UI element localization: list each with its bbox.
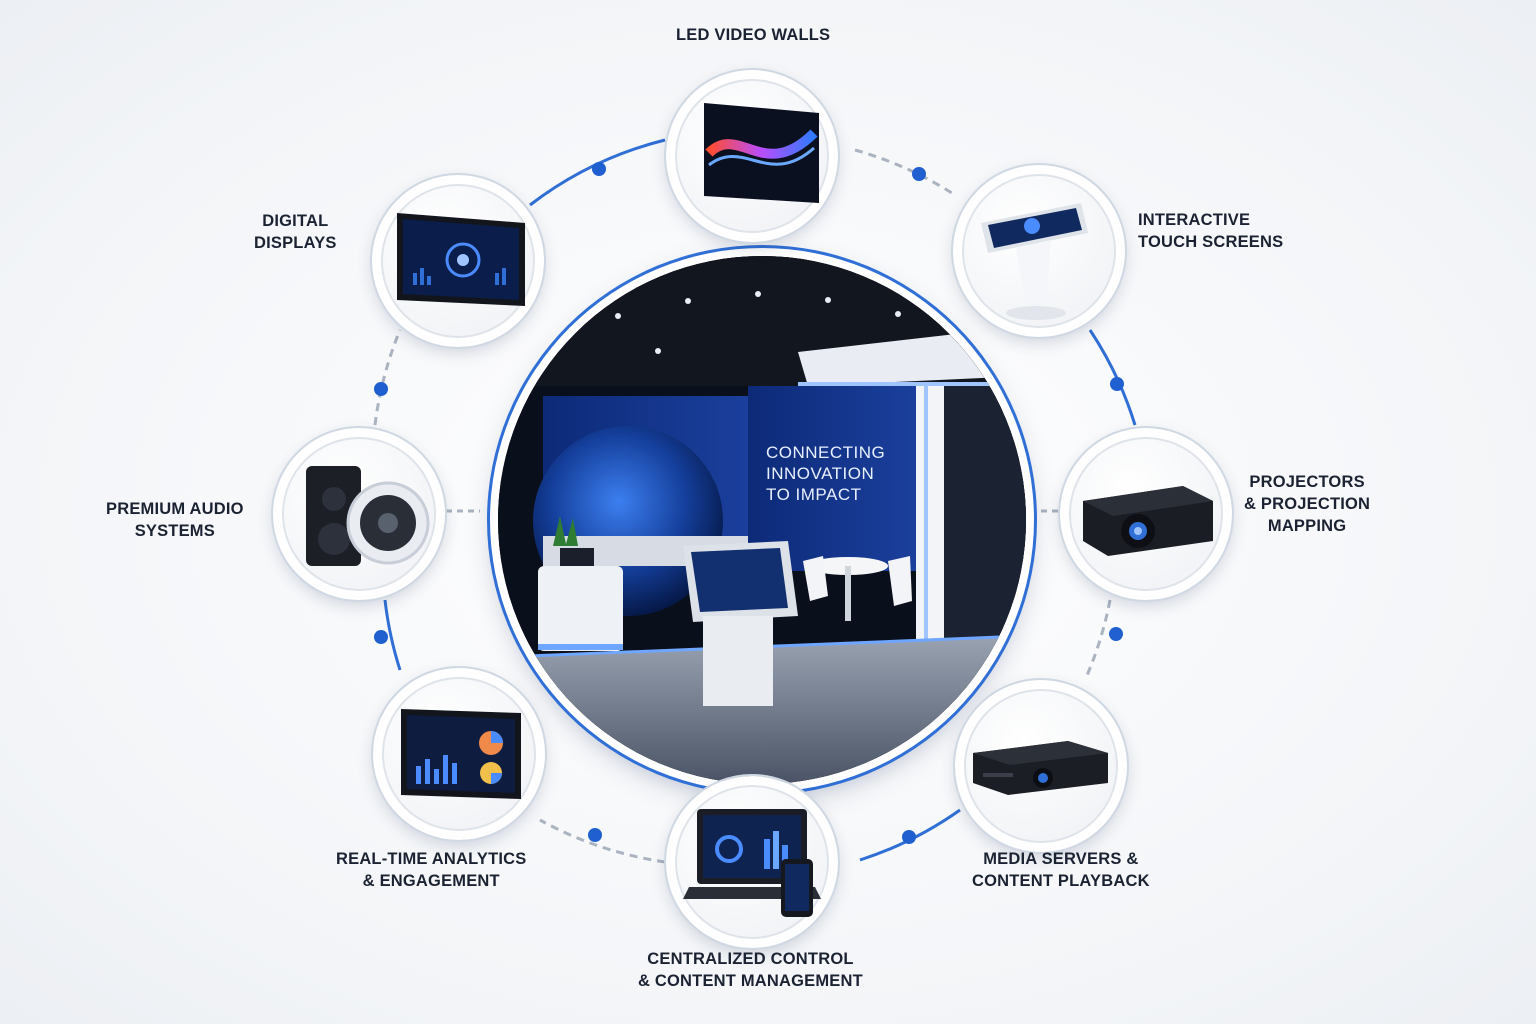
projector-icon [1083, 486, 1213, 556]
node-led-video-walls[interactable] [664, 68, 840, 244]
node-interactive-touch-screens[interactable] [951, 163, 1127, 339]
label-audio: PREMIUM AUDIO SYSTEMS [106, 500, 244, 540]
ring-dot [1110, 377, 1124, 391]
label-projectors: PROJECTORS & PROJECTION MAPPING [1244, 473, 1371, 535]
label-media-servers: MEDIA SERVERS & CONTENT PLAYBACK [972, 850, 1150, 890]
node-media-servers[interactable] [953, 678, 1129, 854]
digital-display-icon [397, 213, 525, 306]
ring-dot [374, 630, 388, 644]
label-digital-displays: DIGITAL DISPLAYS [254, 212, 337, 252]
node-audio[interactable] [271, 426, 447, 602]
ring-dot [902, 830, 916, 844]
node-projectors[interactable] [1058, 426, 1234, 602]
ring-dot [912, 167, 926, 181]
led-video-wall-icon [704, 103, 819, 203]
node-analytics[interactable] [371, 666, 547, 842]
laptop-phone-icon [683, 809, 821, 917]
center-headline: CONNECTING INNOVATION TO IMPACT [766, 443, 886, 504]
ring-dot [1109, 627, 1123, 641]
label-analytics: REAL-TIME ANALYTICS & ENGAGEMENT [336, 850, 527, 890]
analytics-tablet-icon [401, 709, 521, 799]
label-interactive-touch-screens: INTERACTIVE TOUCH SCREENS [1138, 211, 1284, 251]
touch-kiosk-icon [981, 203, 1088, 320]
ring-dot [374, 382, 388, 396]
ring-dot [588, 828, 602, 842]
node-digital-displays[interactable] [370, 173, 546, 349]
label-led-video-walls: LED VIDEO WALLS [676, 26, 831, 44]
center-booth-image: CONNECTING INNOVATION TO IMPACT [498, 256, 1026, 784]
node-centralized-control[interactable] [664, 774, 840, 950]
speaker-icon [306, 466, 430, 566]
ring-dot [592, 162, 606, 176]
media-server-icon [973, 741, 1108, 795]
label-centralized-control: CENTRALIZED CONTROL & CONTENT MANAGEMENT [638, 950, 863, 990]
